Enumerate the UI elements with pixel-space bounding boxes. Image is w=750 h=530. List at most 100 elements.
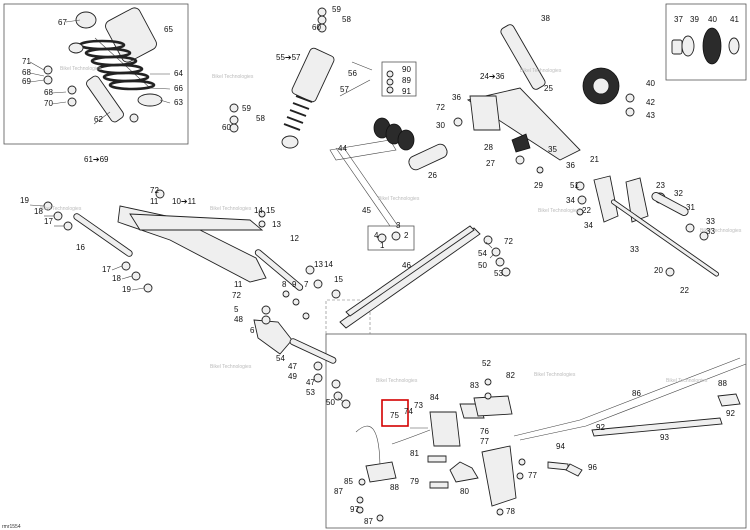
watermark: Bikel Technologies (210, 206, 252, 212)
callout: 91 (402, 87, 411, 96)
rear-shock-assembly (43, 7, 163, 123)
callout: 54 (276, 354, 285, 363)
callout: 60 (222, 123, 231, 132)
callout: 50 (326, 398, 335, 407)
adjuster-inset-frame (325, 333, 747, 529)
callout: 48 (234, 315, 243, 324)
callout: 32 (674, 189, 683, 198)
front-arm-assembly (43, 189, 341, 320)
callout: 82 (506, 371, 515, 380)
callout: 9 (292, 280, 297, 289)
callout: 24➔36 (480, 72, 505, 81)
callout: 44 (338, 144, 347, 153)
callout: 37 (674, 15, 683, 24)
rear-link-assembly (575, 175, 720, 277)
callout: 33 (706, 227, 715, 236)
callout: 33 (630, 245, 639, 254)
callout: 68 (44, 88, 53, 97)
callout: 38 (541, 14, 550, 23)
callout: 70 (44, 99, 53, 108)
adjuster-assembly (355, 357, 747, 522)
watermark: Bikel Technologies (210, 364, 252, 370)
cross-shaft-assembly (339, 225, 511, 329)
callout: 17 (102, 265, 111, 274)
callout: 50 (478, 261, 487, 270)
callout: 96 (588, 463, 597, 472)
callout: 35 (548, 145, 557, 154)
callout: 18 (112, 274, 121, 283)
callouts: 67 65 71 68 69 64 66 68 70 63 62 61➔69 5… (20, 5, 739, 526)
callout: 59 (332, 5, 341, 14)
callout: 34 (566, 196, 575, 205)
callout: 12 (290, 234, 299, 243)
callout: 46 (402, 261, 411, 270)
callout: 20 (654, 266, 663, 275)
callout: 56 (348, 69, 357, 78)
callout: 6 (250, 326, 255, 335)
callout: 49 (288, 372, 297, 381)
callout: 45 (362, 206, 371, 215)
callout: 87 (334, 487, 343, 496)
callout: 76 (480, 427, 489, 436)
callout: 92 (726, 409, 735, 418)
callout: 71 (22, 57, 31, 66)
callout: 17 (44, 217, 53, 226)
callout: 22 (582, 206, 591, 215)
callout: 34 (584, 221, 593, 230)
callout: 92 (596, 423, 605, 432)
callout: 43 (646, 111, 655, 120)
watermark: Bikel Technologies (60, 66, 102, 72)
callout: 72 (436, 103, 445, 112)
callout: 94 (556, 442, 565, 451)
callout: 13 (272, 220, 281, 229)
callout: 52 (482, 359, 491, 368)
callout: 11 (234, 280, 243, 289)
callout: 93 (660, 433, 669, 442)
callout: 28 (484, 143, 493, 152)
callout: 14 (254, 206, 263, 215)
callout: 87 (364, 517, 373, 526)
callout: 39 (690, 15, 699, 24)
callout: 62 (94, 115, 103, 124)
callout: 67 (58, 18, 67, 27)
callout: 81 (410, 449, 419, 458)
watermark: Bikel Technologies (666, 378, 708, 384)
callout: 3 (396, 221, 401, 230)
drawing-id: rmr1554 (2, 524, 21, 530)
callout: 47 (288, 362, 297, 371)
callout: 53 (494, 269, 503, 278)
callout: 40 (646, 79, 655, 88)
callout: 80 (460, 487, 469, 496)
callout: 2 (404, 231, 409, 240)
idler-wheel-set (329, 117, 448, 251)
callout: 33 (706, 217, 715, 226)
callout: 10➔11 (172, 197, 196, 206)
watermark: Bikel Technologies (378, 196, 420, 202)
callout: 16 (76, 243, 85, 252)
rear-arm-assembly (453, 24, 740, 174)
callout: 19 (20, 196, 29, 205)
callout: 15 (266, 206, 275, 215)
front-shock-assembly (229, 7, 417, 149)
callout: 72 (150, 186, 159, 195)
callout: 23 (656, 181, 665, 190)
highlight-box (381, 399, 409, 427)
callout: 88 (718, 379, 727, 388)
callout: 85 (344, 477, 353, 486)
callout: 54 (478, 249, 487, 258)
callout: 8 (282, 280, 287, 289)
callout: 4 (374, 231, 379, 240)
callout: 51 (570, 181, 579, 190)
callout: 66 (174, 84, 183, 93)
callout: 77 (480, 437, 489, 446)
callout: 83 (470, 381, 479, 390)
callout: 53 (306, 388, 315, 397)
shock-inset-frame (3, 3, 189, 145)
callout: 1 (380, 241, 385, 250)
callout: 77 (528, 471, 537, 480)
callout: 64 (174, 69, 183, 78)
callout: 19 (122, 285, 131, 294)
callout: 59 (242, 104, 251, 113)
watermark: Bikel Technologies (700, 228, 742, 234)
